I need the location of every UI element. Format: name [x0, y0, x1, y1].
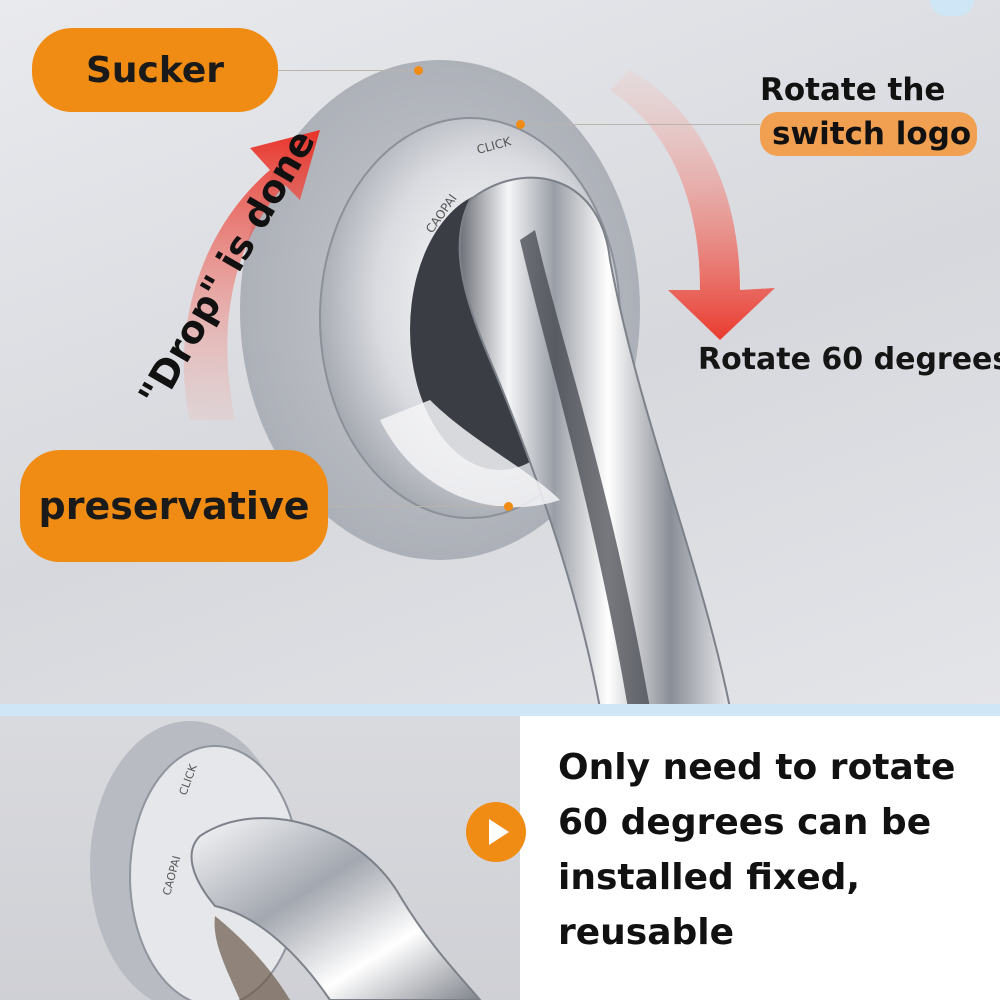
description-line-1: Only need to rotate [558, 747, 956, 788]
callout-dot-preservative [504, 502, 513, 511]
callout-sucker-label: Sucker [85, 49, 225, 91]
corner-tab [930, 0, 974, 16]
callout-rotate-logo-line2: switch logo [760, 112, 978, 156]
leader-line-sucker [278, 70, 418, 71]
callout-drop-done: "Drop" is done [130, 122, 324, 414]
curved-red-arrow-icon [183, 130, 320, 420]
description-line-2: 60 degrees can be [558, 802, 932, 843]
curved-red-arrow-icon [610, 70, 775, 340]
drop-label-area: "Drop" is done [130, 122, 324, 414]
description-area: Only need to rotate 60 degrees can be in… [520, 716, 1000, 1000]
callout-preservative: preservative [20, 450, 328, 562]
callout-rotate-logo-line1: Rotate the [760, 72, 946, 108]
callout-sucker: Sucker [32, 28, 278, 112]
bottom-product-photo: CLICK CAOPAI [0, 716, 520, 1000]
description-line-4: reusable [558, 912, 735, 953]
description-text: Only need to rotate 60 degrees can be in… [558, 740, 998, 960]
callout-preservative-label: preservative [38, 484, 310, 528]
bottom-section: CLICK CAOPAI Only need to rotate 60 degr… [0, 716, 1000, 1000]
handle-closeup-illustration: CLICK CAOPAI [90, 721, 482, 1000]
callout-rotate-60: Rotate 60 degrees [698, 342, 1000, 377]
suction-handle-illustration: CAOPAI CLICK [183, 60, 775, 708]
leader-line-logo [520, 124, 760, 125]
callout-rotate-logo: Rotate the switch logo [760, 68, 990, 156]
section-divider [0, 704, 1000, 716]
description-line-3: installed fixed, [558, 857, 861, 898]
play-circle-icon [466, 802, 526, 862]
callout-dot-logo [516, 120, 525, 129]
leader-line-preservative [328, 506, 508, 507]
callout-dot-sucker [414, 66, 423, 75]
